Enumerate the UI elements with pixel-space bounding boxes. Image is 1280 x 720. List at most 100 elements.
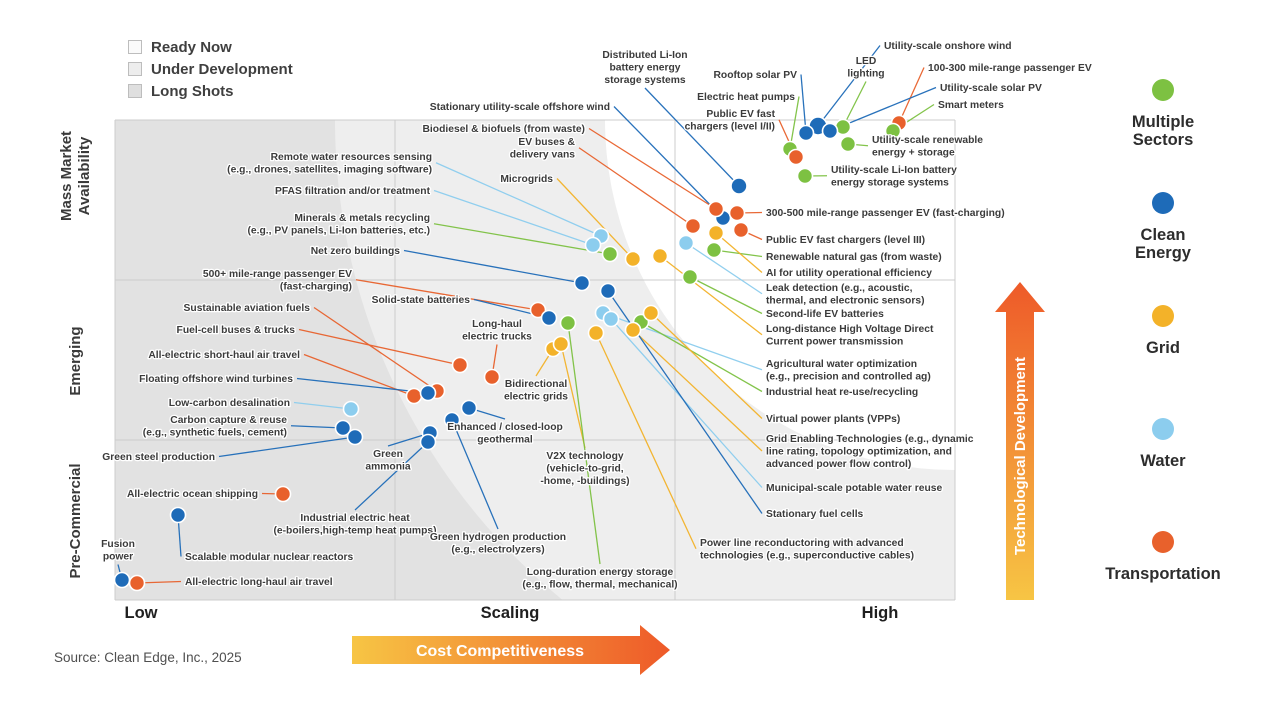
leader-line [789, 96, 800, 150]
point-label: Municipal-scale potable water reuse [766, 483, 943, 494]
cost-competitiveness-arrow [352, 625, 670, 675]
point-label: All-electric ocean shipping [127, 489, 258, 500]
point-label: Carbon capture & reuse(e.g., synthetic f… [143, 415, 287, 439]
leader-line [715, 232, 763, 273]
source-credit: Source: Clean Edge, Inc., 2025 [54, 650, 242, 665]
leader-line [640, 321, 763, 393]
leader-line [578, 147, 694, 227]
point-label: Stationary fuel cells [766, 509, 864, 520]
point-label: Virtual power plants (VPPs) [766, 414, 900, 425]
data-point [787, 148, 805, 166]
band-swatch [128, 40, 142, 54]
category-color-dot [1152, 305, 1174, 327]
data-point [707, 224, 725, 242]
leader-line [689, 276, 763, 315]
point-label: Sustainable aviation fuels [184, 303, 311, 314]
data-point [601, 245, 619, 263]
y-axis-label: Availability [76, 136, 93, 215]
leader-line [610, 318, 763, 488]
category-legend-item: Transportation [1063, 531, 1263, 644]
point-label: Fuel-cell buses & trucks [177, 325, 296, 336]
leader-line [800, 74, 807, 134]
data-point [587, 324, 605, 342]
data-point [821, 122, 839, 140]
category-color-dot [1152, 192, 1174, 214]
category-legend-item: Clean Energy [1063, 192, 1263, 305]
point-label: Industrial electric heat(e-boilers,high-… [273, 513, 436, 537]
point-label: Leak detection (e.g., acoustic,thermal, … [766, 283, 925, 307]
point-label: 300-500 mile-range passenger EV (fast-ch… [766, 208, 1005, 219]
data-point [169, 506, 187, 524]
point-label: Remote water resources sensing(e.g., dro… [227, 152, 432, 176]
category-label: Clean Energy [1135, 226, 1191, 263]
point-label: PFAS filtration and/or treatment [275, 186, 431, 197]
x-tick-label: High [862, 604, 899, 622]
leader-line [403, 249, 583, 284]
leader-line [659, 255, 763, 336]
point-label: Scalable modular nuclear reactors [185, 552, 354, 563]
leader-line [560, 343, 586, 449]
point-label: Public EV fast chargers (level III) [766, 235, 925, 246]
data-point [443, 411, 461, 429]
band-legend-label: Ready Now [151, 38, 232, 56]
leader-line [644, 87, 740, 187]
point-label: Minerals & metals recycling(e.g., PV pan… [247, 213, 430, 237]
data-point [552, 335, 570, 353]
data-point [884, 122, 902, 140]
leader-line [898, 67, 925, 124]
category-label: Water [1140, 452, 1186, 470]
point-label: Microgrids [500, 174, 553, 185]
band-legend-item: Ready Now [128, 36, 293, 58]
data-point [584, 236, 602, 254]
data-point [730, 177, 748, 195]
data-point [677, 234, 695, 252]
leader-line [293, 401, 352, 410]
leader-line [632, 329, 763, 452]
leader-line [842, 81, 867, 128]
category-legend-item: Water [1063, 418, 1263, 531]
data-point [796, 167, 814, 185]
data-point [573, 274, 591, 292]
point-label: Low-carbon desalination [169, 398, 290, 409]
data-point [346, 428, 364, 446]
data-point [460, 399, 478, 417]
leader-line [433, 223, 611, 255]
band-swatch [128, 62, 142, 76]
data-point [707, 200, 725, 218]
data-point [419, 384, 437, 402]
data-point [602, 310, 620, 328]
data-point [342, 400, 360, 418]
category-color-dot [1152, 79, 1174, 101]
point-label: Grid Enabling Technologies (e.g., dynami… [766, 434, 974, 470]
data-point [419, 433, 437, 451]
point-label: All-electric short-haul air travel [148, 350, 300, 361]
y-axis-label: Mass Market [58, 131, 75, 221]
data-point [405, 387, 423, 405]
category-legend-item: Grid [1063, 305, 1263, 418]
point-label: 500+ mile-range passenger EV(fast-chargi… [203, 269, 352, 293]
band-legend-label: Under Development [151, 60, 293, 78]
data-point [334, 419, 352, 437]
point-label: Long-duration energy storage(e.g., flow,… [522, 567, 677, 591]
leader-line [451, 419, 499, 530]
category-label: Multiple Sectors [1131, 113, 1195, 150]
point-label: Second-life EV batteries [766, 309, 884, 320]
leader-line [685, 242, 763, 295]
point-label: V2X technology(vehicle-to-grid,-home, -b… [540, 451, 629, 487]
data-point [728, 204, 746, 222]
point-label: Electric heat pumps [697, 92, 795, 103]
category-legend-item: Multiple Sectors [1063, 79, 1263, 192]
point-label: Solid-state batteries [372, 295, 471, 306]
data-point [274, 485, 292, 503]
category-label: Transportation [1105, 565, 1221, 583]
point-label: Green steel production [102, 452, 215, 463]
leader-line [296, 377, 429, 394]
